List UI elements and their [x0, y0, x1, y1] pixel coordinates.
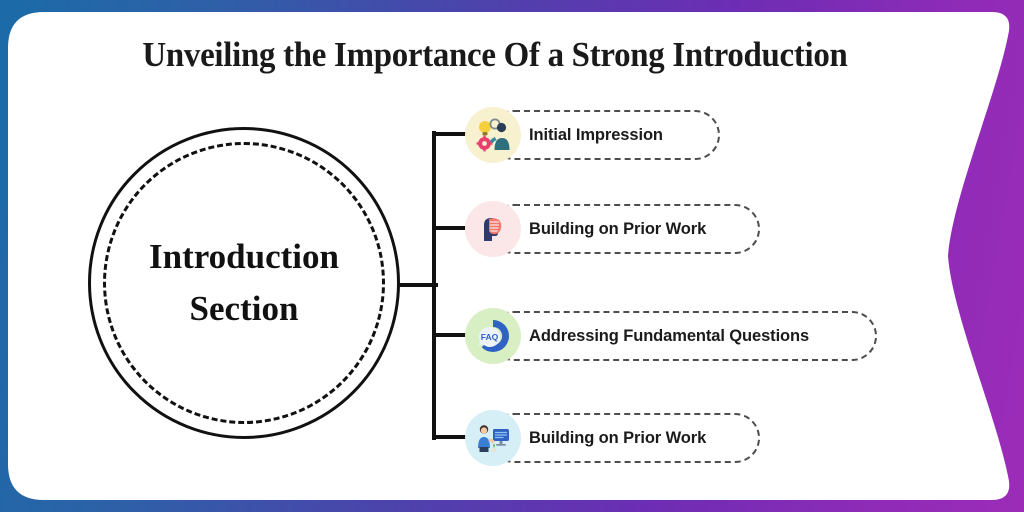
- branch-pill-2[interactable]: Building on Prior Work: [489, 204, 760, 254]
- head-profile-document-icon: [465, 201, 521, 257]
- central-node-label-line1: Introduction: [149, 237, 339, 276]
- central-node-label: Introduction Section: [124, 231, 364, 335]
- branch-label-2: Building on Prior Work: [529, 219, 707, 238]
- branch-label-1: Initial Impression: [529, 125, 663, 144]
- branch-pill-3[interactable]: Addressing Fundamental Questions: [489, 311, 877, 361]
- branch-label-3: Addressing Fundamental Questions: [529, 326, 810, 345]
- branch-label-4: Building on Prior Work: [529, 428, 707, 447]
- person-at-monitor-icon: [465, 410, 521, 466]
- faq-speech-bubble-icon: FAQ: [465, 308, 521, 364]
- svg-text:FAQ: FAQ: [481, 332, 499, 342]
- central-node-inner-ring: Introduction Section: [103, 142, 385, 424]
- page-title: Unveiling the Importance Of a Strong Int…: [142, 35, 848, 74]
- branch-pill-1[interactable]: Initial Impression: [489, 110, 720, 160]
- lightbulb-gear-person-icon: [465, 107, 521, 163]
- central-node-label-line2: Section: [189, 289, 299, 328]
- branch-pill-4[interactable]: Building on Prior Work: [489, 413, 760, 463]
